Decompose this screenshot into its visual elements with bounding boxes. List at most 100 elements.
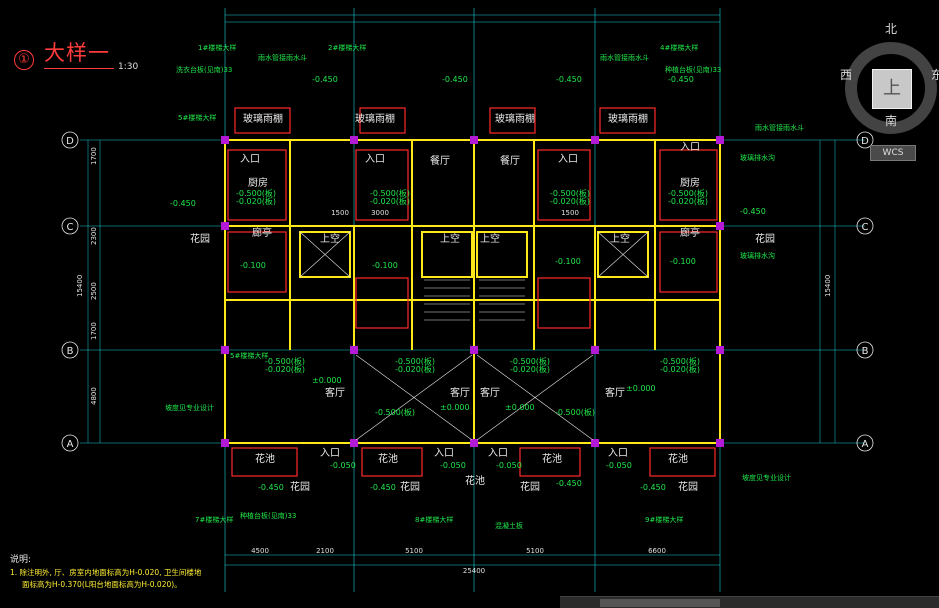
level-mark-17: -0.100 (555, 257, 581, 266)
notes-title: 说明: (10, 555, 32, 565)
note-stair-8: 8#楼梯大样 (415, 515, 453, 524)
room-entry-8: 入口 (608, 448, 628, 459)
level-mark-14: -0.020(板) (668, 196, 708, 206)
room-void-4: 上空 (610, 232, 630, 245)
level-mark-30: ±0.000 (440, 403, 470, 412)
level-mark-7: -0.500(板) (236, 188, 276, 198)
note-slope-2: 坡度见专业设计 (742, 473, 791, 482)
level-mark-34: -0.050 (440, 461, 466, 470)
axis-label-a-right: A (862, 439, 869, 450)
room-glass-roof-2: 玻璃雨棚 (355, 112, 395, 125)
room-flower-bed-5: 花池 (465, 474, 485, 487)
room-dining-2: 餐厅 (500, 154, 520, 167)
dim-right-total: 15400 (824, 275, 832, 297)
level-mark-2: -0.450 (442, 75, 468, 84)
room-garden-4: 花园 (400, 480, 420, 493)
room-entry-2: 入口 (558, 154, 578, 165)
level-mark-6: -0.450 (740, 207, 766, 216)
room-living-4: 客厅 (605, 386, 625, 399)
viewcube-navigator[interactable]: 上 北 南 西 东 (840, 20, 939, 142)
room-living-1: 客厅 (325, 386, 345, 399)
dimension-lines (87, 14, 836, 566)
axis-label-d: D (66, 136, 74, 147)
detail-title-underline (44, 68, 114, 69)
room-garden-5: 花园 (520, 480, 540, 493)
note-slope-1: 坡度见专业设计 (165, 403, 214, 412)
room-entry-5: 入口 (320, 448, 340, 459)
room-flower-bed-3: 花池 (542, 452, 562, 465)
level-mark-32: -0.500(板) (555, 407, 595, 417)
dim-bottom-4: 5100 (526, 547, 544, 555)
note-wash-basin: 洗衣台板(见南)33 (176, 65, 232, 74)
detail-scale: 1:30 (118, 62, 139, 72)
compass-east[interactable]: 东 (931, 68, 939, 82)
compass-north[interactable]: 北 (885, 22, 898, 36)
level-mark-29: ±0.000 (505, 403, 535, 412)
room-kitchen-1: 厨房 (248, 176, 268, 189)
level-mark-39: -0.450 (556, 479, 582, 488)
dim-left-5: 4800 (90, 387, 98, 405)
level-mark-21: -0.500(板) (395, 356, 435, 366)
room-entry-6: 入口 (434, 448, 454, 459)
level-mark-19: -0.500(板) (265, 356, 305, 366)
level-mark-40: -0.450 (640, 483, 666, 492)
level-mark-25: -0.500(板) (660, 356, 700, 366)
room-entry-3: 入口 (240, 154, 260, 165)
note-stair-4: 4#楼梯大样 (660, 43, 698, 52)
note-rain-pipe-1: 雨水管接雨水斗 (258, 53, 307, 62)
room-garden-3: 花园 (290, 480, 310, 493)
horizontal-scrollbar[interactable] (560, 596, 939, 608)
note-stair-9: 9#楼梯大样 (645, 515, 683, 524)
note-drain-1: 玻璃排水沟 (740, 153, 775, 162)
dim-inner-1: 1500 (331, 209, 349, 217)
note-planter-bottom: 种植台板(见南)33 (240, 511, 296, 520)
level-mark-22: -0.020(板) (395, 364, 435, 374)
level-mark-23: -0.500(板) (510, 356, 550, 366)
building-walls (224, 139, 721, 444)
dim-bottom-2: 2100 (316, 547, 334, 555)
dim-bottom-5: 6600 (648, 547, 666, 555)
dim-left-3: 2500 (90, 282, 98, 300)
void-markers (299, 231, 649, 441)
dim-left-total: 15400 (76, 275, 84, 297)
axis-label-c: C (67, 222, 74, 233)
dim-left-4: 1700 (90, 322, 98, 340)
axis-label-b-right: B (862, 346, 869, 357)
note-planter-top: 种植台板(见南)33 (665, 65, 721, 74)
level-mark-31: -0.500(板) (375, 407, 415, 417)
compass-south[interactable]: 南 (885, 114, 898, 128)
room-entry-7: 入口 (488, 448, 508, 459)
axis-label-c-right: C (862, 222, 869, 233)
room-flower-bed-2: 花池 (378, 452, 398, 465)
dim-bottom-1: 4500 (251, 547, 269, 555)
room-flower-bed-1: 花池 (255, 452, 275, 465)
room-corridor-2: 廊亭 (680, 226, 700, 239)
note-rain-pipe-2: 雨水管接雨水斗 (600, 53, 649, 62)
level-mark-9: -0.500(板) (370, 188, 410, 198)
room-void-3: 上空 (480, 232, 500, 245)
axis-label-d-right: D (861, 136, 869, 147)
stairs (424, 279, 525, 321)
notes-line-1: 1. 除注明外, 厅、房室内地面标高为H-0.020, 卫生间楼地 (10, 568, 202, 577)
detail-number-bubble: ① (14, 50, 34, 70)
level-mark-37: -0.450 (258, 483, 284, 492)
level-mark-20: -0.020(板) (265, 364, 305, 374)
level-mark-13: -0.500(板) (668, 188, 708, 198)
structural-columns (221, 136, 724, 447)
wcs-menu-button[interactable]: WCS (870, 145, 916, 161)
dim-bottom-3: 5100 (405, 547, 423, 555)
partition-walls (227, 107, 718, 477)
note-stair-7: 7#楼梯大样 (195, 515, 233, 524)
level-mark-28: ±0.000 (626, 384, 656, 393)
level-mark-11: -0.500(板) (550, 188, 590, 198)
compass-west[interactable]: 西 (840, 68, 853, 82)
note-canopy: 混凝土板 (495, 521, 523, 530)
room-glass-roof-4: 玻璃雨棚 (608, 112, 648, 125)
level-mark-36: -0.050 (606, 461, 632, 470)
notes-line-2: 面标高为H-0.370(L阳台地面标高为H-0.020)。 (22, 580, 182, 589)
level-mark-35: -0.050 (496, 461, 522, 470)
note-stair-2: 2#楼梯大样 (328, 43, 366, 52)
scrollbar-thumb[interactable] (600, 599, 720, 607)
viewcube-top-face[interactable]: 上 (872, 69, 912, 109)
